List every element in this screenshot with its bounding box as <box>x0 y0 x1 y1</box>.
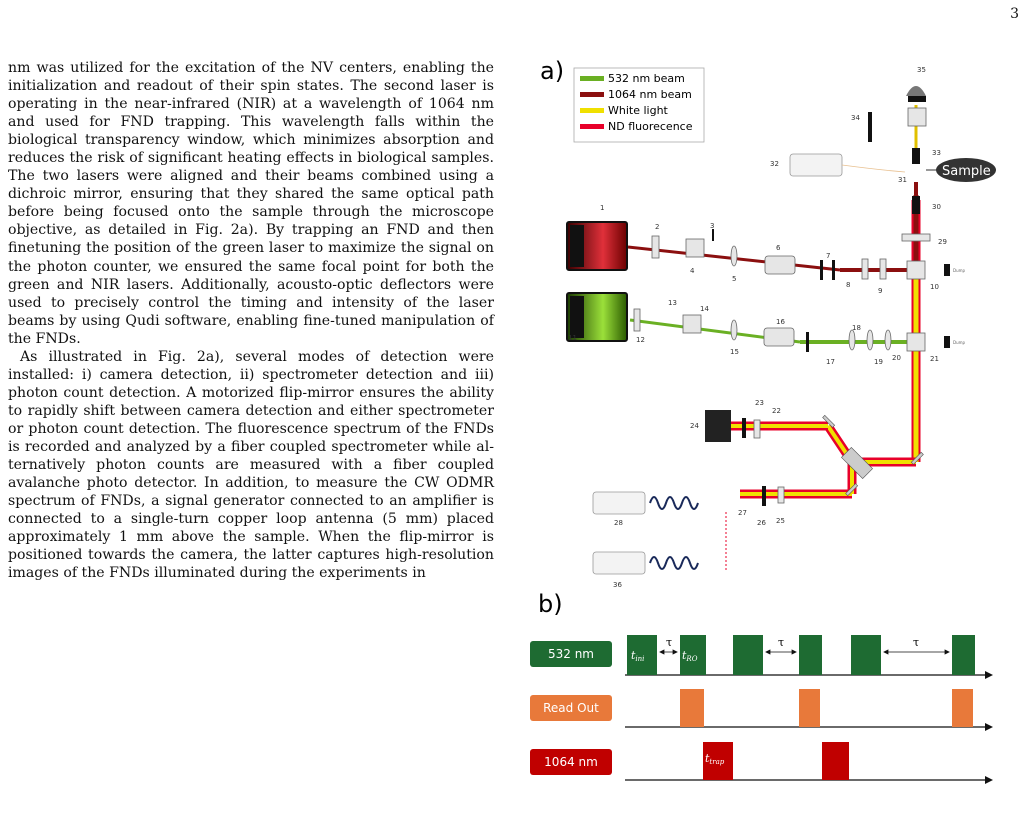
num-30: 30 <box>932 203 941 211</box>
num-9: 9 <box>878 287 882 295</box>
legend-label-1064: 1064 nm beam <box>608 88 692 101</box>
timing-label-1064: 1064 nm <box>544 755 598 769</box>
num-34: 34 <box>851 114 860 122</box>
tau-3: τ <box>913 636 919 649</box>
num-31: 31 <box>898 176 907 184</box>
num-16: 16 <box>776 318 785 326</box>
num-13: 13 <box>668 299 677 307</box>
page-number: 3 <box>1010 6 1019 22</box>
sample-label: Sample <box>942 164 991 179</box>
timing-label-532-bg <box>530 641 612 667</box>
num-23: 23 <box>755 399 764 407</box>
num-15: 15 <box>730 348 739 356</box>
num-6: 6 <box>776 244 781 252</box>
tau-1: τ <box>666 636 672 649</box>
num-8: 8 <box>846 281 850 289</box>
dump-label-1: Dump <box>953 268 966 273</box>
laser-532 <box>566 292 628 342</box>
num-1: 1 <box>600 204 604 212</box>
tau-2: τ <box>778 636 784 649</box>
legend-label-532: 532 nm beam <box>608 72 685 85</box>
t-trap-label: ttrap <box>705 752 725 766</box>
signal-generator <box>789 153 843 177</box>
num-11: 11 <box>568 334 577 342</box>
legend-label-fluor: ND fluorecence <box>608 120 693 133</box>
paragraph-1: nm was utilized for the excitation of th… <box>8 60 494 347</box>
num-29: 29 <box>938 238 947 246</box>
num-22: 22 <box>772 407 781 415</box>
legend-swatch-white <box>580 108 604 113</box>
num-17: 17 <box>826 358 835 366</box>
num-36: 36 <box>613 581 622 589</box>
num-2: 2 <box>655 223 659 231</box>
camera <box>705 410 731 442</box>
num-27: 27 <box>738 509 747 517</box>
num-12: 12 <box>636 336 645 344</box>
t-ro-label: tRO <box>682 649 698 663</box>
num-24: 24 <box>690 422 699 430</box>
lamp <box>906 86 926 96</box>
sample-ellipse <box>936 158 996 182</box>
beam-blocks <box>712 112 950 506</box>
num-4: 4 <box>690 267 695 275</box>
num-19: 19 <box>874 358 883 366</box>
panel-b-label: b) <box>538 590 563 618</box>
component-numbers: 1 2 3 4 5 6 7 8 9 10 11 12 13 14 15 16 1… <box>568 66 947 589</box>
num-25: 25 <box>776 517 785 525</box>
num-5: 5 <box>732 275 736 283</box>
timing-label-532: 532 nm <box>548 647 594 661</box>
laser-1064 <box>566 221 628 271</box>
timing-label-1064-bg <box>530 749 612 775</box>
num-14: 14 <box>700 305 709 313</box>
legend: 532 nm beam 1064 nm beam White light ND … <box>573 67 705 143</box>
dump-label-2: Dump <box>953 340 966 345</box>
legend-swatch-532 <box>580 76 604 81</box>
num-35: 35 <box>917 66 926 74</box>
spectrometer-28 <box>592 491 699 515</box>
timing-label-readout: Read Out <box>543 701 599 715</box>
timing-label-readout-bg <box>530 695 612 721</box>
mirrors <box>822 414 924 497</box>
num-3: 3 <box>710 222 714 230</box>
num-20: 20 <box>892 354 901 362</box>
num-10: 10 <box>930 283 939 291</box>
panel-a-label: a) <box>540 57 564 85</box>
num-28: 28 <box>614 519 623 527</box>
beam-paths <box>627 105 921 570</box>
num-18: 18 <box>852 324 861 332</box>
num-26: 26 <box>757 519 766 527</box>
num-33: 33 <box>932 149 941 157</box>
spectrometer-36 <box>592 551 699 575</box>
timing-diagram: 532 nm Read Out 1064 nm <box>530 635 993 784</box>
legend-swatch-fluor <box>580 124 604 129</box>
figure-svg: a) b) 532 nm beam 1064 nm beam White lig… <box>530 57 996 784</box>
num-7: 7 <box>826 252 830 260</box>
t-ini-label: tini <box>631 649 644 663</box>
optics <box>633 107 931 504</box>
body-text-column: nm was utilized for the excitation of th… <box>8 59 494 582</box>
num-32: 32 <box>770 160 779 168</box>
figure-2: a) b) 532 nm beam 1064 nm beam White lig… <box>512 36 1027 814</box>
num-21: 21 <box>930 355 939 363</box>
paragraph-2: As illustrated in Fig. 2a), several mode… <box>8 348 494 582</box>
legend-swatch-1064 <box>580 92 604 97</box>
legend-label-white: White light <box>608 104 669 117</box>
